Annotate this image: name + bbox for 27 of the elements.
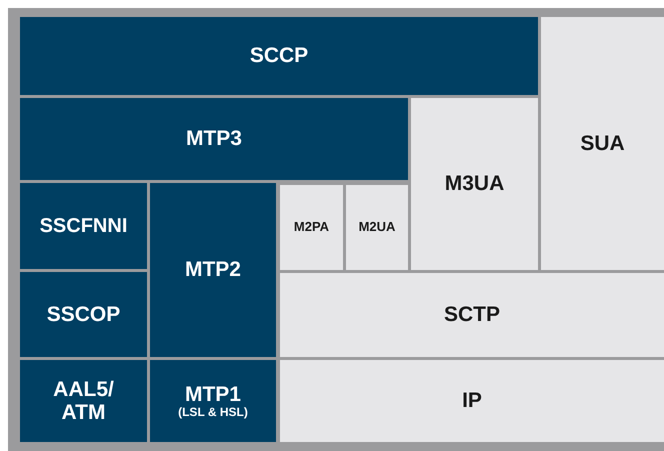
- protocol-name: MTP1: [184, 382, 241, 406]
- protocol-block: [20, 98, 408, 180]
- protocol-name: AAL5/ ATM: [52, 378, 115, 424]
- protocol-name: M2PA: [294, 220, 330, 235]
- protocol-note: (LSL & HSL): [178, 406, 248, 420]
- protocol-block: [20, 17, 538, 95]
- protocol-block: [20, 360, 147, 442]
- protocol-name: SSCFNNI: [40, 215, 128, 237]
- protocol-name: MTP3: [186, 127, 242, 151]
- protocol-name: SSCOP: [46, 302, 120, 326]
- protocol-block: [280, 360, 664, 442]
- protocol-block: [411, 98, 538, 270]
- protocol-block: [150, 183, 276, 357]
- protocol-block: [20, 183, 147, 269]
- protocol-block: [280, 185, 343, 270]
- protocol-name: SCCP: [250, 44, 308, 68]
- protocol-block: [150, 360, 276, 442]
- protocol-block: [280, 273, 664, 357]
- protocol-name: IP: [462, 389, 482, 413]
- protocol-name: M2UA: [358, 220, 396, 235]
- protocol-name: M3UA: [444, 172, 504, 196]
- protocol-block: [20, 272, 147, 357]
- protocol-block: [346, 185, 408, 270]
- protocol-name: SUA: [580, 132, 625, 156]
- protocol-block: [541, 17, 664, 270]
- protocol-name: MTP2: [184, 258, 241, 282]
- protocol-name: SCTP: [444, 303, 500, 327]
